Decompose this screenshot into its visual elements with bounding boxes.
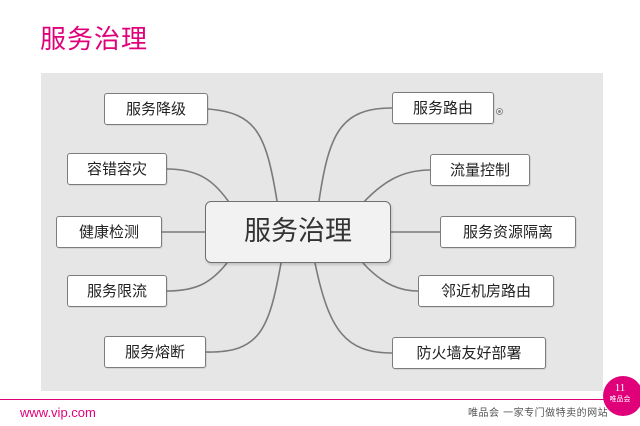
collapse-toggle-icon[interactable] — [496, 108, 503, 115]
page-number: 11 — [614, 382, 626, 394]
mindmap-node-fault-tolerance[interactable]: 容错容灾 — [67, 153, 167, 185]
mindmap-node-service-routing[interactable]: 服务路由 — [392, 92, 494, 124]
page-number-badge: 11 唯品会 — [603, 376, 640, 416]
connector-left-1 — [207, 108, 278, 202]
connector-right-2 — [360, 169, 431, 206]
connector-left-2 — [166, 168, 232, 206]
connector-left-4 — [166, 262, 228, 292]
mindmap-node-traffic-control[interactable]: 流量控制 — [430, 154, 530, 186]
footer-url[interactable]: www.vip.com — [20, 405, 96, 420]
mindmap-center-node[interactable]: 服务治理 — [205, 201, 391, 263]
footer-divider — [0, 399, 620, 400]
connector-right-1 — [318, 107, 393, 202]
mindmap-node-resource-isolation[interactable]: 服务资源隔离 — [440, 216, 576, 248]
page-badge-brand: 唯品会 — [609, 395, 631, 403]
mindmap-node-nearby-datacenter-routing[interactable]: 邻近机房路由 — [418, 275, 554, 307]
slide-title: 服务治理 — [40, 25, 149, 55]
mindmap-node-service-degradation[interactable]: 服务降级 — [104, 93, 208, 125]
mindmap-node-firewall-friendly-deployment[interactable]: 防火墙友好部署 — [392, 337, 546, 369]
connector-right-5 — [314, 262, 393, 354]
mindmap-node-rate-limiting[interactable]: 服务限流 — [67, 275, 167, 307]
connector-right-4 — [362, 262, 419, 292]
mindmap-node-health-check[interactable]: 健康检测 — [56, 216, 162, 248]
footer-slogan: 唯品会 一家专门做特卖的网站 — [468, 408, 609, 419]
connector-left-5 — [205, 262, 282, 353]
mindmap-node-circuit-breaker[interactable]: 服务熔断 — [104, 336, 206, 368]
mindmap-panel: 服务治理 服务降级 容错容灾 健康检测 服务限流 服务熔断 服务路由 流量控制 … — [41, 73, 603, 391]
mindmap-connectors — [162, 107, 440, 354]
